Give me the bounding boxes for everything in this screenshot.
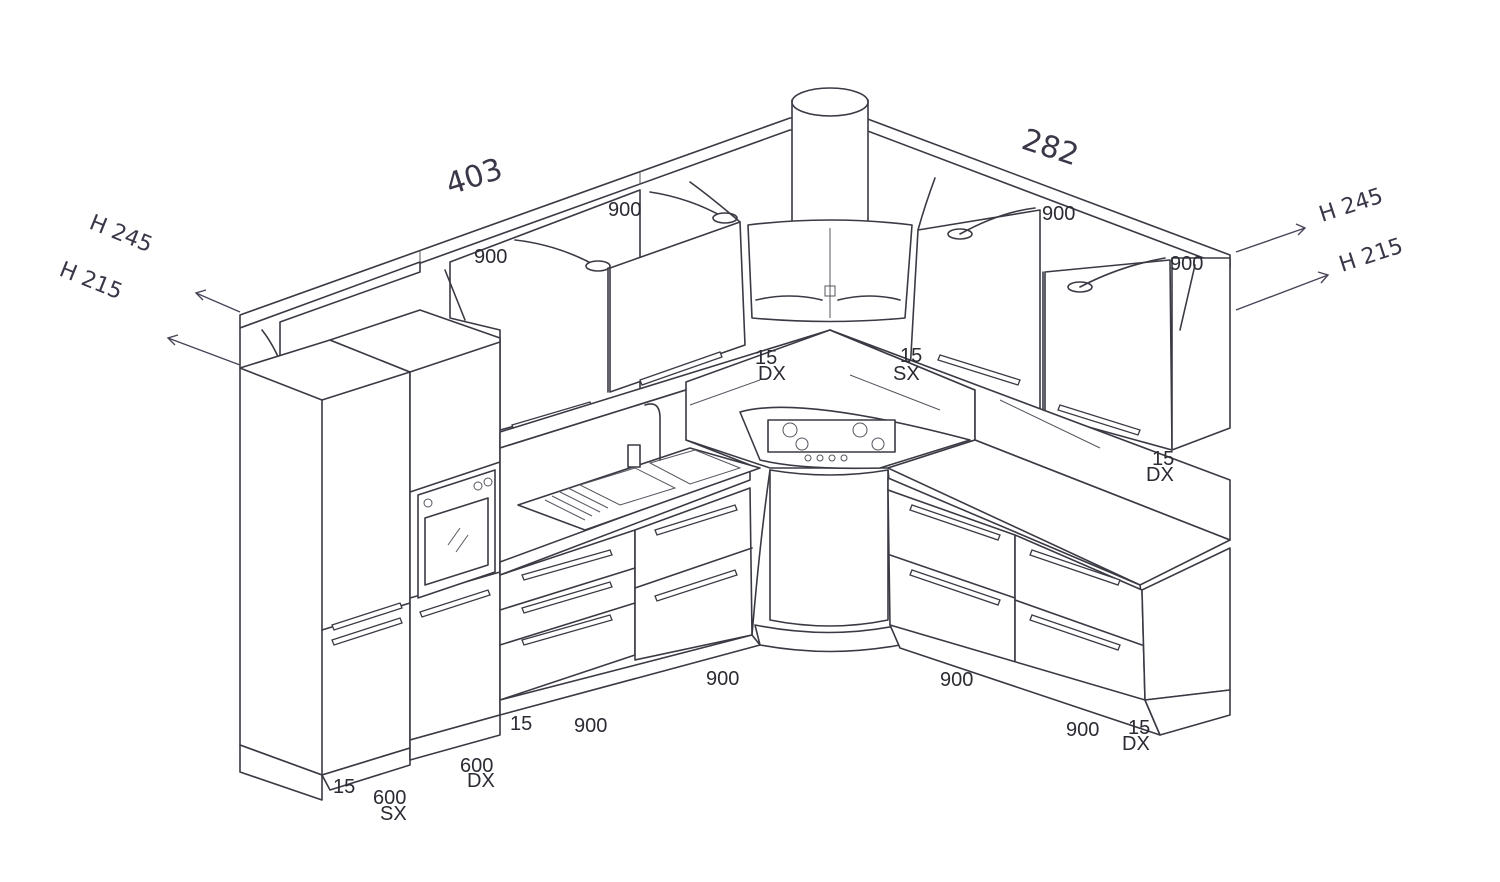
left-height-top: H 245	[86, 210, 156, 258]
wall-unit-width-left-1: 900	[608, 199, 641, 221]
base-under-sink-width: 900	[574, 715, 607, 737]
right-height-top: H 245	[1316, 184, 1386, 228]
left-wall-length: 403	[442, 152, 507, 203]
chimney-hood	[747, 87, 913, 323]
cabinet-handle	[1057, 404, 1141, 436]
oven	[417, 469, 496, 599]
right-height-bottom: H 215	[1336, 234, 1406, 278]
soap-dispenser	[627, 444, 641, 468]
cooktop-knob	[828, 454, 836, 462]
right-wall-units	[909, 177, 1231, 451]
corner-right-side: SX	[893, 363, 920, 385]
burner	[871, 437, 885, 451]
oven-knob	[473, 481, 483, 491]
cooktop-knob	[840, 454, 848, 462]
oven-window	[424, 497, 489, 586]
burner	[782, 422, 798, 438]
door-handle	[331, 602, 403, 631]
wall-unit-width-right-2: 900	[1170, 253, 1203, 275]
cooktop-knob	[804, 454, 812, 462]
tall-left-width: 600	[373, 787, 406, 809]
oven-knob	[423, 498, 433, 508]
corner-far-right-value: 15	[1152, 448, 1174, 470]
drawer-handle	[521, 614, 613, 646]
drawer-handle	[909, 569, 1001, 606]
faucet	[644, 403, 661, 461]
sink	[517, 403, 761, 531]
drawer-handle	[521, 549, 613, 581]
corner-far-right-side: DX	[1146, 464, 1174, 486]
drawer-handle	[1029, 614, 1121, 651]
burner	[852, 422, 868, 438]
tall-right-width: 600	[460, 755, 493, 777]
base-right-width-2: 900	[1066, 719, 1099, 741]
cooktop-knob	[816, 454, 824, 462]
corner-cooktop-unit	[685, 329, 976, 653]
right-base-run	[689, 329, 1231, 736]
base-sink-unit-width: 900	[706, 668, 739, 690]
cabinet-handle	[639, 351, 723, 386]
under-cabinet-light	[712, 212, 738, 224]
drawer-handle	[1029, 549, 1121, 586]
tall-left-side: SX	[380, 803, 407, 825]
tall-units	[239, 309, 501, 801]
tall-right-side: DX	[467, 770, 495, 792]
right-wall-length: 282	[1018, 122, 1083, 173]
wall-unit-width-right-1: 900	[1042, 203, 1075, 225]
base-right-width-1: 900	[940, 669, 973, 691]
door-handle	[419, 589, 491, 618]
under-cabinet-light	[585, 260, 611, 272]
base-end-side: DX	[1122, 733, 1150, 755]
base-filler-left: 15	[510, 713, 532, 735]
oven-knob	[483, 477, 493, 487]
corner-left-value: 15	[755, 347, 777, 369]
cooktop	[767, 419, 896, 462]
drawer-handle	[654, 504, 738, 536]
cabinet-handle	[937, 354, 1021, 386]
corner-left-side: DX	[758, 363, 786, 385]
door-handle	[331, 617, 403, 646]
corner-right-value: 15	[900, 345, 922, 367]
drawer-handle	[654, 569, 738, 602]
wall-unit-width-left-2: 900	[474, 246, 507, 268]
base-end-value: 15	[1128, 717, 1150, 739]
drawer-handle	[909, 504, 1001, 541]
plinth-value: 15	[333, 776, 355, 798]
height-arrows	[166, 223, 1330, 366]
burner	[795, 437, 809, 451]
left-height-bottom: H 215	[56, 257, 126, 305]
drawer-handle	[521, 581, 613, 614]
